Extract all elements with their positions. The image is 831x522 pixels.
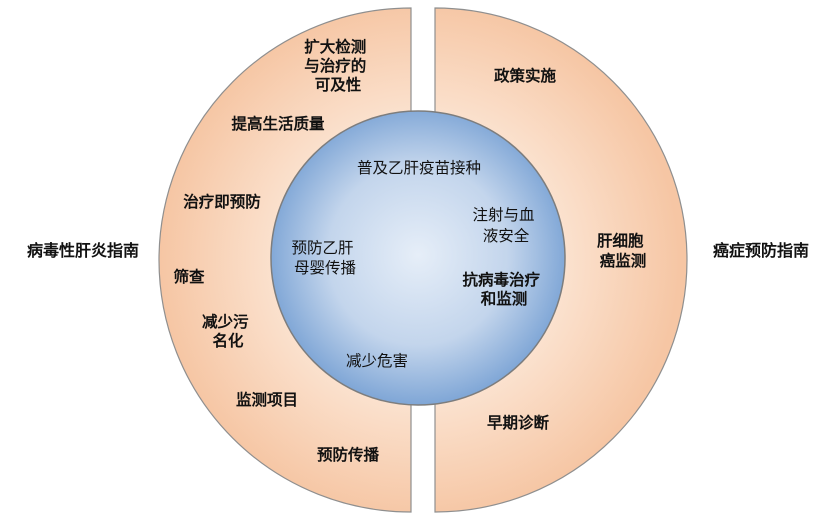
left-ring-item: 减少污 名化 [202,312,254,350]
center-circle [270,110,566,406]
left-ring-item: 监测项目 [236,390,298,409]
center-item: 普及乙肝疫苗接种 [357,159,481,177]
right-ring-item: 政策实施 [494,66,557,85]
center-item: 预防乙肝 母婴传播 [292,239,359,277]
center-item: 注射与血 液安全 [473,206,540,245]
left-ring-item: 预防传播 [317,445,380,464]
center-item: 减少危害 [346,352,408,370]
right-ring-item: 肝细胞 癌监测 [597,231,649,270]
right-ring-item: 早期诊断 [487,413,550,432]
left-ring-item: 提高生活质量 [231,114,325,133]
left-side-label: 病毒性肝炎指南 [27,241,139,260]
left-ring-item: 筛查 [173,267,205,286]
left-ring-item: 治疗即预防 [183,192,261,211]
right-side-label: 癌症预防指南 [713,241,809,260]
left-ring-item: 扩大检测 与治疗的 可及性 [304,37,371,94]
center-item: 抗病毒治疗 和监测 [463,270,546,308]
